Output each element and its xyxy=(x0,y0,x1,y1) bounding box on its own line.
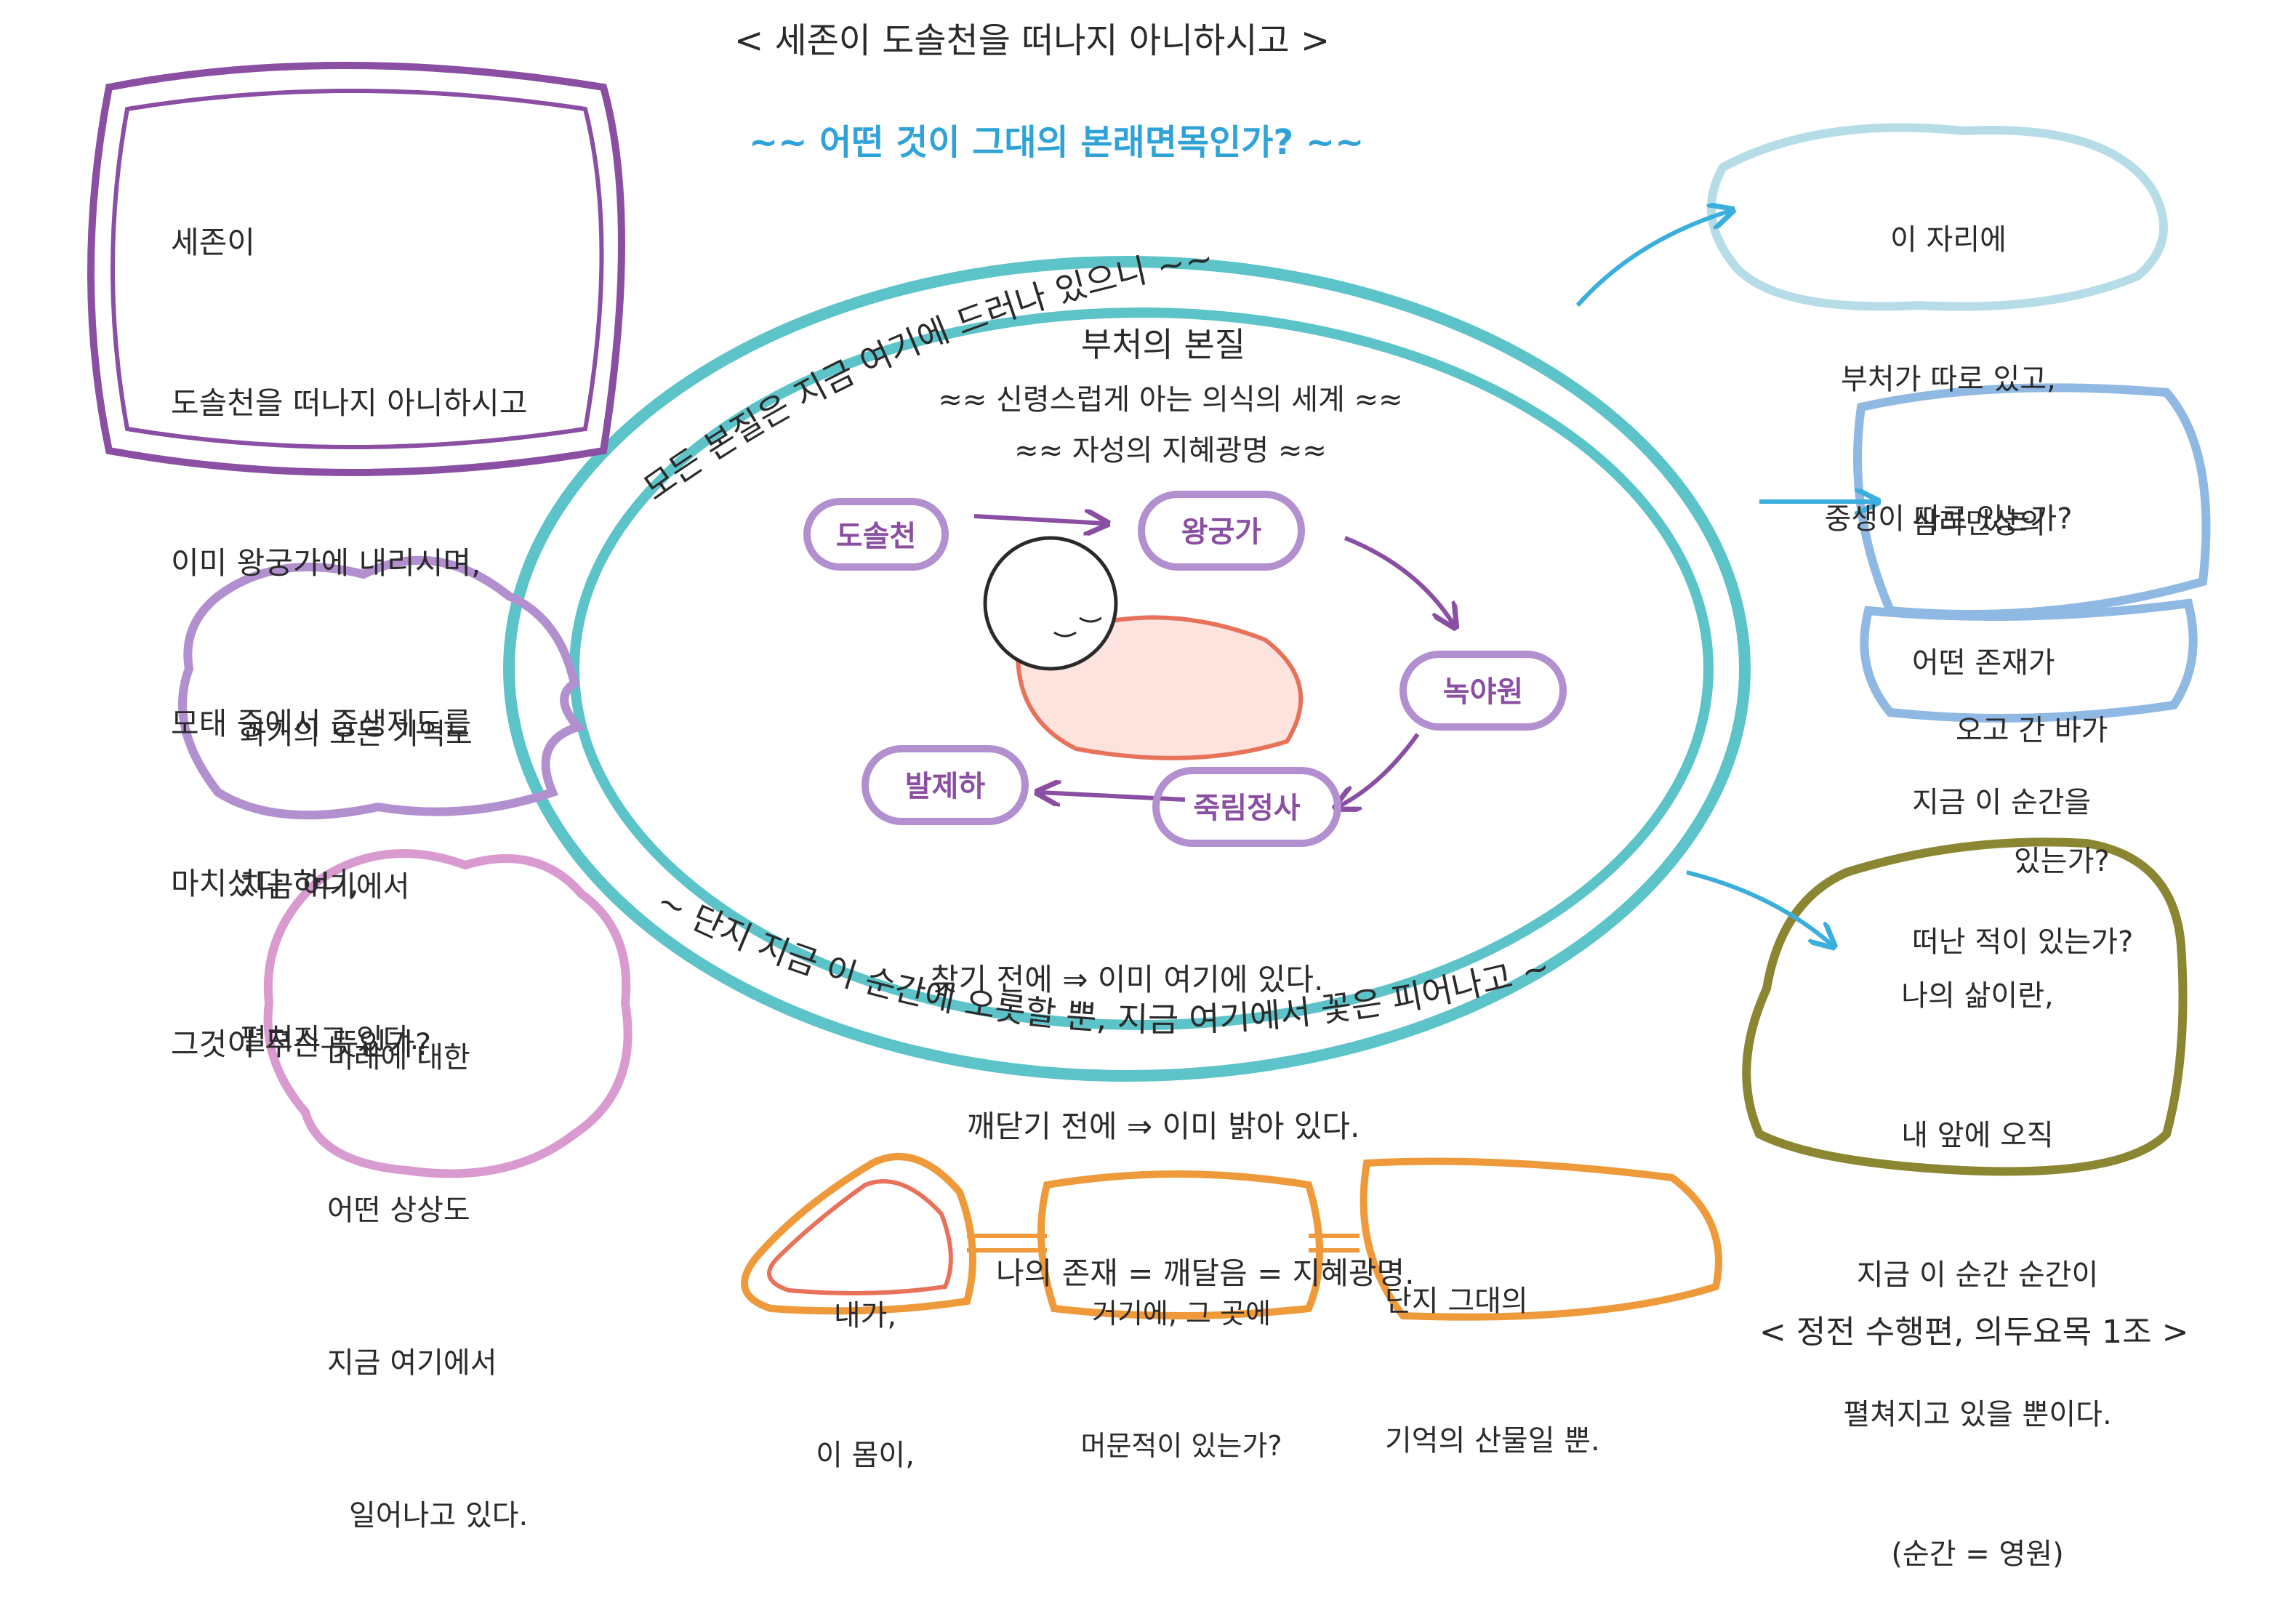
cycle-node-wanggungga: 왕궁가 xyxy=(1181,515,1262,549)
box-line: 삼라만상의 xyxy=(1912,507,2046,540)
blob-line: 지금 이 순간 순간이 xyxy=(1856,1258,2099,1292)
statement-line: 찾기 전에 ⇒ 이미 여기에 있다. xyxy=(931,962,1324,998)
box-line: 오고 간 바가 xyxy=(1956,714,2108,747)
chain-line: 머문적이 있는가? xyxy=(1080,1429,1282,1462)
cycle-node-nogyawon-frame xyxy=(1399,651,1567,731)
outer-ellipse xyxy=(503,256,1751,1082)
blob-line: (순간 = 영원) xyxy=(1891,1537,2064,1571)
box-line: 있는가? xyxy=(2014,845,2110,878)
inner-line-1: ≈≈ 신령스럽게 아는 의식의 세계 ≈≈ xyxy=(938,383,1403,417)
cycle-node-baljeha: 발제하 xyxy=(904,770,986,803)
top-left-line: 모태 중에서 중생제도를 xyxy=(171,705,472,741)
right-mid-box-upper: 삼라만상의 어떤 존재가 지금 이 순간을 떠난 적이 있는가? xyxy=(1912,407,2133,1012)
bubble-line: 어떤 상상도 xyxy=(327,1194,470,1227)
cycle-node-jukrimjeongsa-frame xyxy=(1152,767,1341,847)
right-bottom-blob-shape xyxy=(1742,837,2188,1176)
chain-line: 이 몸이, xyxy=(816,1439,915,1472)
inner-heading: 부처의 본질 xyxy=(1080,325,1246,364)
box-line: 어떤 존재가 xyxy=(1912,646,2055,680)
box-line: 떠난 적이 있는가? xyxy=(1912,925,2134,959)
statement-line: 깨닫기 전에 ⇒ 이미 밝아 있다. xyxy=(967,1108,1360,1144)
bubble-line: 일어나고 있다. xyxy=(349,1499,529,1532)
right-bottom-blob-text: 나의 삶이란, 내 앞에 오직 지금 이 순간 순간이 펼쳐지고 있을 뿐이다.… xyxy=(1788,880,2166,1624)
left-bottom-bubble-shape xyxy=(263,849,632,1178)
cycle-node-baljeha-frame xyxy=(862,745,1029,825)
statement-line: 나의 존재 = 깨달음 = 지혜광명. xyxy=(996,1255,1415,1291)
cycle-node-jukrimjeongsa: 죽림정사 xyxy=(1193,792,1301,825)
cycle-arrow-3 xyxy=(1338,733,1420,807)
left-bottom-bubble-text: 미래에 대한 어떤 상상도 지금 여기에서 일어나고 있다. xyxy=(327,930,528,1592)
cycle-arrow-1 xyxy=(973,516,1105,523)
cycle-node-dosolcheon-frame xyxy=(803,498,949,571)
bubble-line: 중생이 따로 있는가? xyxy=(1824,502,2073,536)
bubble-line: 지금 여기에서 xyxy=(240,870,410,904)
blob-line: 펼쳐지고 있을 뿐이다. xyxy=(1843,1398,2112,1431)
cycle-node-nogyawon: 녹야원 xyxy=(1442,675,1524,709)
bubble-line: 과거의 모든 기억도 xyxy=(240,717,473,751)
bottom-chain-shapes xyxy=(741,1153,1722,1321)
bubble-line: 펼쳐지고 있다. xyxy=(240,1023,419,1056)
right-top-bubble-shape xyxy=(1707,123,2168,311)
bottom-chain-3-text: 단지 그대의 기억의 산물일 뿐. xyxy=(1385,1185,1600,1511)
top-left-box-text: 세존이 도솔천을 떠나지 아니하시고 이미 왕궁가에 내리시며, 모태 중에서 … xyxy=(171,109,527,1125)
chain-line: 기억의 산물일 뿐. xyxy=(1385,1424,1600,1458)
bubble-line: 미래에 대한 xyxy=(327,1041,470,1074)
baby-illustration xyxy=(983,536,1304,760)
cycle-node-wanggungga-frame xyxy=(1138,491,1305,571)
inner-line-2: ≈≈ 자성의 지혜광명 ≈≈ xyxy=(1014,434,1327,467)
right-top-bubble-text: 이 자리에 부처가 따로 있고, 중생이 따로 있는가? xyxy=(1759,124,2137,589)
diagram-canvas: 모든 본질은 지금 여기에 드러나 있으니 ~~ ~ 단지 지금 이 순간에 오… xyxy=(87,62,2211,1321)
subtitle-question: ~~ 어떤 것이 그대의 본래면목인가? ~~ xyxy=(749,122,1365,163)
bubble-line: 지금 여기에서 xyxy=(327,1346,497,1380)
source-citation: < 정전 수행편, 의두요목 1조 > xyxy=(1759,1314,2189,1351)
page-title: < 세존이 도솔천을 떠나지 아니하시고 > xyxy=(734,20,1330,61)
bubble-line: 이 자리에 xyxy=(1890,223,2007,257)
bottom-chain-2-text: 거기에, 그 곳에 머문적이 있는가? xyxy=(1047,1203,1316,1513)
arrow-to-right-bottom xyxy=(1686,870,1832,945)
top-left-line: 세존이 xyxy=(171,225,255,260)
cycle-arrow-2 xyxy=(1344,536,1454,625)
bubble-line: 부처가 따로 있고, xyxy=(1841,363,2056,396)
top-left-dna-frame xyxy=(87,62,625,476)
right-mid-box-lower: 오고 간 바가 있는가? xyxy=(1956,622,2110,927)
top-left-line: 그것이 무슨 뜻인가? xyxy=(171,1026,432,1062)
inner-statements: 찾기 전에 ⇒ 이미 여기에 있다. 깨닫기 전에 ⇒ 이미 밝아 있다. 나의… xyxy=(931,858,1415,1346)
bottom-chain-1-text: 내가, 이 몸이, xyxy=(771,1199,960,1525)
right-mid-box-shape xyxy=(1853,383,2211,723)
top-left-line: 마치셨다 하니, xyxy=(171,866,359,901)
left-mid-bubble-text: 과거의 모든 기억도 지금 여기에서 펼쳐지고 있다. xyxy=(240,607,473,1116)
top-left-line: 이미 왕궁가에 내리시며, xyxy=(171,545,481,581)
chain-line: 거기에, 그 곳에 xyxy=(1092,1297,1271,1330)
cycle-arrow-4 xyxy=(1040,792,1186,800)
cycle-node-dosolcheon: 도솔천 xyxy=(835,520,917,553)
box-line: 지금 이 순간을 xyxy=(1912,786,2092,819)
chain-line: 단지 그대의 xyxy=(1385,1285,1528,1318)
arrow-to-right-top xyxy=(1575,211,1730,307)
left-mid-bubble-shape xyxy=(178,555,586,820)
chain-line: 내가, xyxy=(833,1299,897,1332)
top-left-line: 도솔천을 떠나지 아니하시고 xyxy=(171,385,528,421)
blob-line: 나의 삶이란, xyxy=(1901,979,2054,1013)
blob-line: 내 앞에 오직 xyxy=(1901,1119,2054,1152)
